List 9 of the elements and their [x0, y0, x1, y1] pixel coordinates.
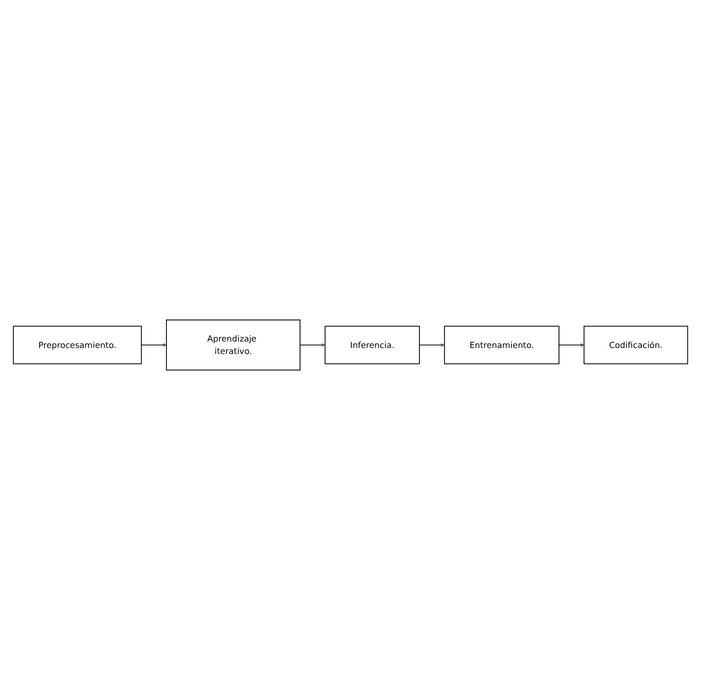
- node-box: Entrenamiento.: [444, 326, 560, 364]
- node-box: Preprocesamiento.: [12, 326, 142, 364]
- node-box: Aprendizaje iterativo.: [166, 320, 300, 370]
- node-box: Inferencia.: [324, 326, 420, 364]
- node-box: Codificación.: [584, 326, 688, 364]
- arrow: [141, 343, 167, 347]
- arrow: [300, 343, 326, 347]
- arrow: [559, 343, 584, 347]
- arrow: [419, 343, 445, 347]
